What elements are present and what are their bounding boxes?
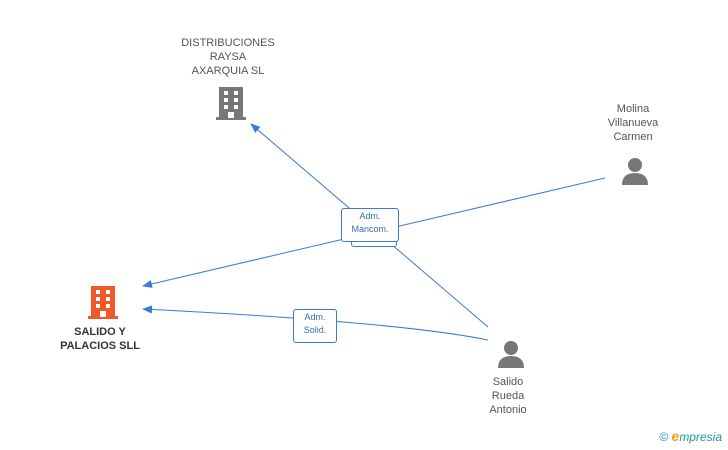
empresia-watermark: © empresia [659,428,722,444]
edge-salido-rueda-to-salido-palacios [142,305,489,341]
edge-label-line2: Mancom. [351,224,389,234]
node-label-distribuciones[interactable]: DISTRIBUCIONES RAYSA AXARQUIA SL [181,37,275,77]
building-icon[interactable] [215,85,247,121]
brand-initial: e [671,428,680,444]
node-label-molina[interactable]: Molina Villanueva Carmen [607,103,659,143]
building-icon[interactable] [87,284,119,320]
brand-name: mpresia [679,430,722,444]
edge-label-line2: Solid. [303,325,327,335]
edge-label-adm-mancom[interactable]: Adm. Mancom. [341,208,399,242]
edge-label-adm-solid[interactable]: Adm. Solid. [293,309,337,343]
edge-label-line1: Adm. [304,312,326,322]
copyright-symbol: © [659,430,669,444]
person-icon[interactable] [496,339,526,369]
node-label-salido-palacios[interactable]: SALIDO Y PALACIOS SLL [60,326,140,352]
node-label-salido-rueda[interactable]: Salido Rueda Antonio [489,376,527,416]
person-icon[interactable] [620,156,650,186]
edge-label-line1: Adm. [359,211,381,221]
